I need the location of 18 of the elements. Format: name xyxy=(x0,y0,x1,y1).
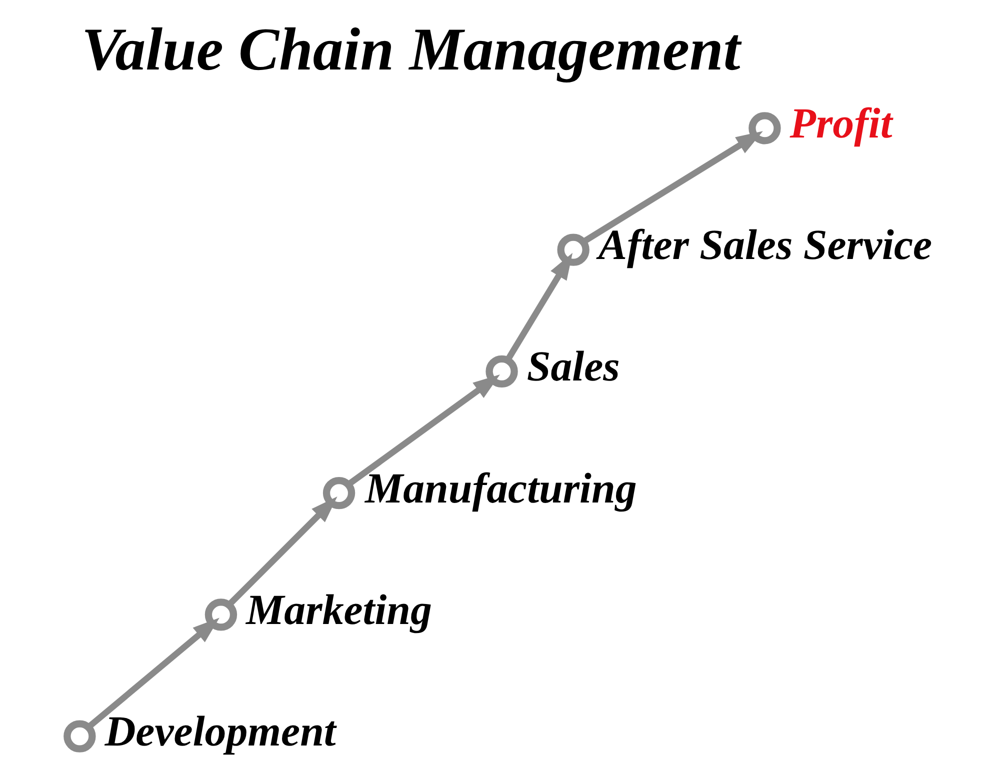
node-circle xyxy=(748,112,781,144)
node-label: Sales xyxy=(526,344,620,391)
diagram-title: Value Chain Management xyxy=(81,16,740,84)
node-label: After Sales Service xyxy=(598,222,932,270)
node-circle xyxy=(322,476,356,510)
arrow xyxy=(227,496,338,607)
node-circle xyxy=(64,720,96,752)
arrow xyxy=(86,618,220,730)
node-label: Profit xyxy=(790,100,892,148)
arrow xyxy=(582,131,763,244)
arrow xyxy=(346,374,500,488)
node-label: Development xyxy=(104,708,336,756)
node-label: Manufacturing xyxy=(364,465,637,512)
node-circle xyxy=(557,234,590,266)
arrow xyxy=(505,252,573,362)
node-label: Marketing xyxy=(246,586,432,634)
node-circle xyxy=(486,355,518,388)
node-circle xyxy=(204,598,238,631)
